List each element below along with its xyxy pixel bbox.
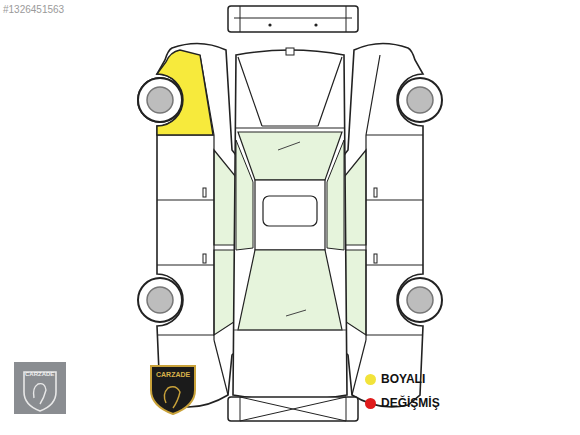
logo-tile	[14, 362, 66, 414]
windshield	[238, 132, 342, 180]
logo-shield	[24, 372, 56, 411]
right-side	[334, 43, 442, 407]
hood-lines	[235, 57, 345, 128]
bumper-dot	[268, 23, 271, 26]
left-side	[138, 43, 246, 407]
front-bumper	[228, 397, 358, 421]
rear-window	[238, 250, 342, 330]
listing-id: #1326451563	[3, 4, 64, 15]
side-glass	[236, 140, 253, 250]
legend-text: DEĞİŞMİŞ	[381, 396, 440, 410]
wheel	[138, 78, 182, 122]
sunroof	[263, 196, 317, 226]
logo-text: CARZADE	[25, 371, 54, 377]
emblem	[286, 48, 294, 55]
logo-text: CARZADE	[156, 371, 190, 378]
roof	[255, 180, 325, 250]
logo-shield	[151, 366, 195, 414]
legend-swatch	[365, 374, 376, 385]
legend-swatch	[365, 398, 376, 409]
top-body	[233, 50, 347, 400]
side-glass	[327, 140, 344, 250]
legend-text: BOYALI	[381, 372, 425, 386]
hub	[147, 87, 173, 113]
bumper-lines	[234, 6, 352, 32]
rear-bumper	[228, 6, 358, 32]
bumper-cross	[240, 397, 346, 421]
logo-lion	[164, 387, 180, 408]
bumper-dot	[314, 23, 317, 26]
logo-lion	[34, 384, 47, 404]
glass-marks	[234, 142, 346, 330]
